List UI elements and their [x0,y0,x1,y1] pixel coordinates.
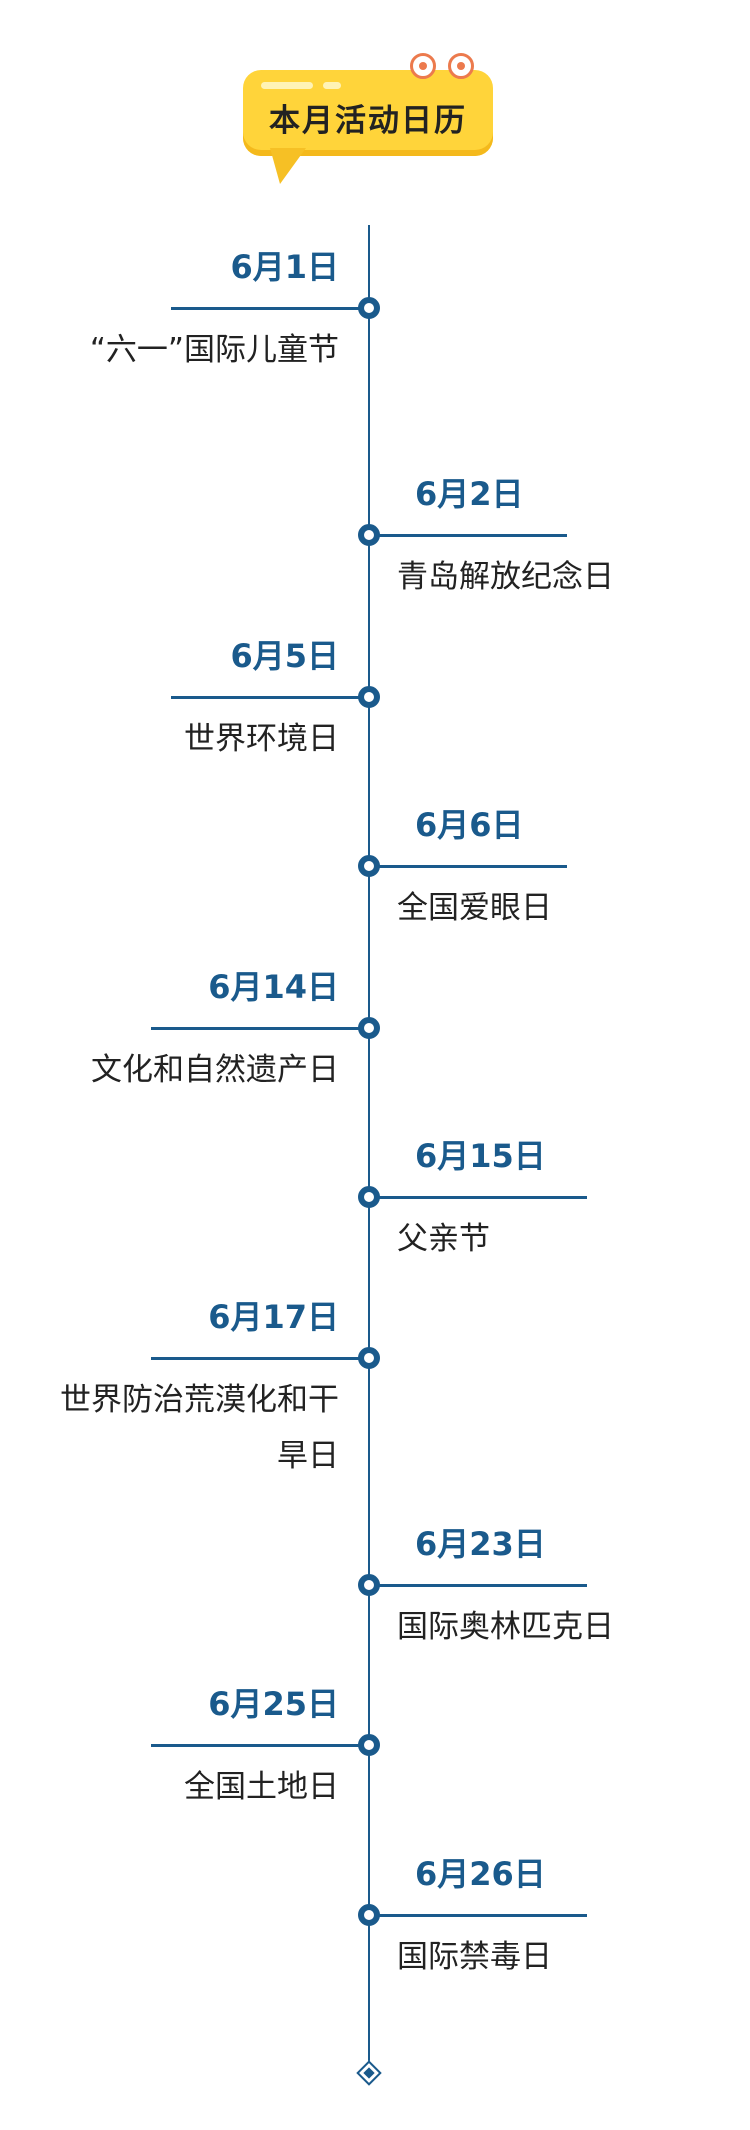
page-title: 本月活动日历 [269,103,467,139]
event-name: 全国爱眼日 [397,890,552,926]
calendar-title-badge: 本月活动日历 [243,70,493,156]
cartoon-eye-icon [448,53,474,79]
timeline-connector-line [151,1357,369,1360]
event-date: 6月2日 [415,475,524,513]
timeline-dot-icon [358,686,380,708]
timeline-dot-icon [358,1574,380,1596]
event-date: 6月26日 [415,1855,546,1893]
event-date: 6月25日 [208,1685,339,1723]
timeline-axis [368,225,370,2065]
timeline-dot-icon [358,297,380,319]
event-date: 6月1日 [230,248,339,286]
timeline-connector-line [369,534,567,537]
timeline-dot-icon [358,1186,380,1208]
badge-highlight [323,82,341,89]
timeline-end-diamond-icon [356,2060,382,2086]
event-date: 6月5日 [230,637,339,675]
timeline-dot-icon [358,524,380,546]
event-name: 青岛解放纪念日 [397,559,614,595]
event-date: 6月6日 [415,806,524,844]
timeline-connector-line [369,1914,587,1917]
event-name: 世界环境日 [184,721,339,757]
timeline-connector-line [171,307,369,310]
event-name: 全国土地日 [184,1769,339,1805]
timeline-connector-line [151,1744,369,1747]
cartoon-eye-icon [410,53,436,79]
timeline-connector-line [369,1196,587,1199]
badge-highlight [261,82,313,89]
event-date: 6月23日 [415,1525,546,1563]
event-name: 世界防治荒漠化和干旱日 [60,1382,339,1474]
event-name: 国际奥林匹克日 [397,1609,614,1645]
event-name: 文化和自然遗产日 [91,1052,339,1088]
timeline-dot-icon [358,1904,380,1926]
event-date: 6月17日 [208,1298,339,1336]
timeline-connector-line [369,865,567,868]
speech-bubble-tail [270,148,306,184]
timeline-dot-icon [358,1734,380,1756]
timeline-connector-line [171,696,369,699]
event-name: 父亲节 [397,1221,490,1257]
timeline-dot-icon [358,1017,380,1039]
timeline-dot-icon [358,1347,380,1369]
event-name: “六一”国际儿童节 [89,332,339,368]
event-date: 6月15日 [415,1137,546,1175]
timeline-connector-line [151,1027,369,1030]
timeline-dot-icon [358,855,380,877]
timeline-connector-line [369,1584,587,1587]
event-name: 国际禁毒日 [397,1939,552,1975]
event-date: 6月14日 [208,968,339,1006]
